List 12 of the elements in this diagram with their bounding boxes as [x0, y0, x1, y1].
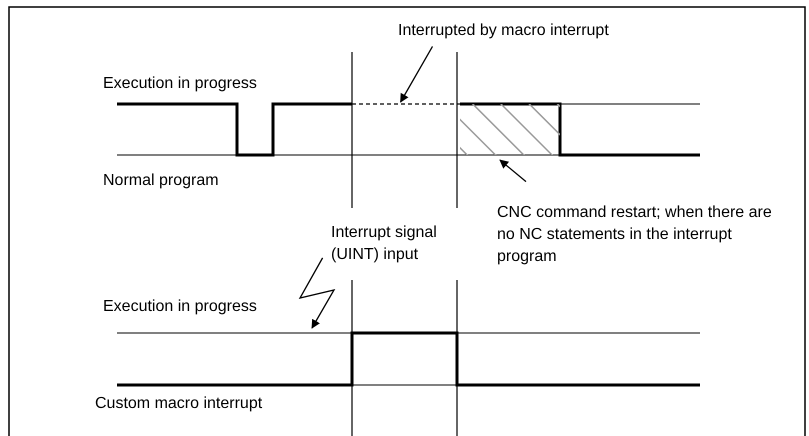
zigzag-arrow [298, 258, 336, 329]
signal-label: Execution in progress [103, 74, 257, 94]
leader-line [400, 46, 434, 103]
signal-label: Custom macro interrupt [95, 394, 262, 414]
hatched-region [460, 104, 560, 155]
leader-line [499, 160, 526, 182]
annotation-text: CNC command restart; when there are no NC statements in the interrupt program [497, 202, 787, 268]
dashed-signal-line [352, 103, 460, 105]
signal-label: Normal program [103, 171, 219, 191]
annotation-text: Interrupt signal (UINT) input [331, 222, 451, 266]
annotation-text: Interrupted by macro interrupt [398, 20, 628, 42]
signal-label: Execution in progress [103, 297, 257, 317]
